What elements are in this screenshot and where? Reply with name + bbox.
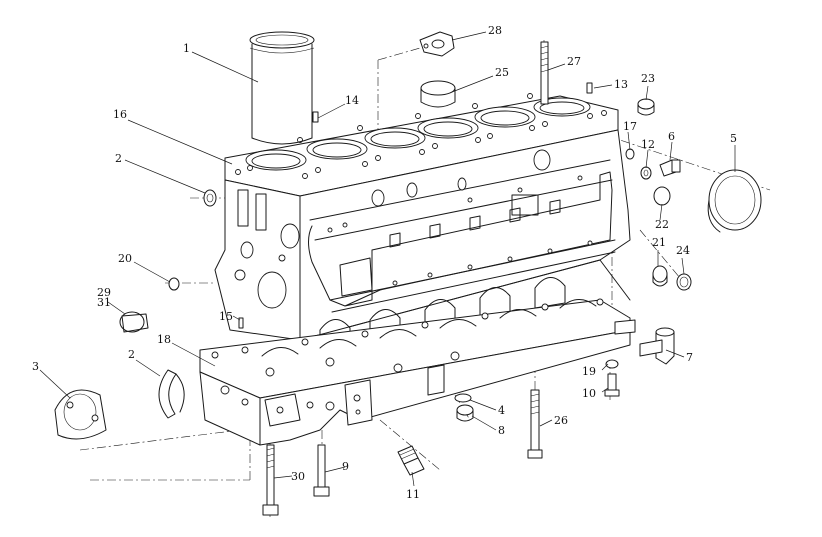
bolt-9 — [313, 444, 330, 497]
sleeve-8 — [456, 404, 474, 422]
callout-19: 19 — [582, 365, 596, 378]
callout-17: 17 — [623, 120, 637, 133]
callout-18: 18 — [157, 333, 171, 346]
callout-13: 13 — [614, 78, 628, 91]
callout-1: 1 — [183, 42, 190, 55]
callout-9: 9 — [342, 460, 349, 473]
callout-16: 16 — [113, 108, 127, 121]
callout-30: 30 — [291, 470, 305, 483]
washer-19 — [605, 359, 619, 369]
main-bearing-bolt-26 — [527, 389, 543, 459]
callout-11: 11 — [406, 488, 420, 501]
leader-lines — [39, 31, 736, 487]
callout-14: 14 — [345, 94, 359, 107]
callout-4: 4 — [498, 404, 505, 417]
callout-31: 31 — [97, 296, 111, 309]
dowel-pin — [312, 111, 319, 123]
bolt-30 — [262, 444, 279, 516]
thermostat-housing — [419, 31, 455, 57]
cylinder-liner — [249, 31, 315, 145]
thrust-bearing-3 — [54, 389, 107, 440]
bearing-ladder — [199, 298, 636, 446]
callout-28: 28 — [488, 24, 502, 37]
plug-20 — [168, 277, 180, 291]
cup-plug-22 — [653, 186, 671, 206]
callout-21: 21 — [652, 236, 666, 249]
washer-4 — [454, 393, 472, 403]
thrust-half-ring-2 — [158, 369, 185, 419]
cylinder-block — [214, 93, 631, 351]
expansion-plug — [420, 80, 456, 108]
callout-2-upper: 2 — [115, 152, 122, 165]
small-dowel — [586, 82, 593, 94]
callout-6: 6 — [668, 130, 675, 143]
callout-15: 15 — [219, 310, 233, 323]
callout-labels: 1 2 2 3 4 5 6 7 8 9 10 11 12 13 14 15 16… — [32, 24, 737, 501]
drain-plug-11 — [397, 445, 425, 476]
bolt-10 — [604, 373, 620, 397]
callout-26: 26 — [554, 414, 568, 427]
bushing-29-31 — [119, 311, 149, 333]
small-plug-17 — [625, 148, 635, 160]
plug-2-upper — [203, 189, 217, 207]
callout-3: 3 — [32, 360, 39, 373]
deck-holes — [235, 93, 607, 179]
callout-25: 25 — [495, 66, 509, 79]
callout-7: 7 — [686, 351, 693, 364]
callout-23: 23 — [641, 72, 655, 85]
bushing-21 — [652, 265, 668, 287]
callout-5: 5 — [730, 132, 737, 145]
washer-12 — [640, 166, 652, 180]
callout-20: 20 — [118, 252, 132, 265]
pin-15 — [238, 317, 244, 329]
callout-27: 27 — [567, 55, 581, 68]
callout-10: 10 — [582, 387, 596, 400]
callout-24: 24 — [676, 244, 690, 257]
callout-22: 22 — [655, 218, 669, 231]
callout-12: 12 — [641, 138, 655, 151]
stud-bolt — [540, 41, 549, 105]
cup-plug-23 — [637, 98, 655, 116]
tube-fitting-7 — [639, 327, 675, 365]
bushing-24 — [676, 273, 692, 291]
callout-2-lower: 2 — [128, 348, 135, 361]
callout-29: 29 — [97, 286, 111, 299]
callout-8: 8 — [498, 424, 505, 437]
rear-oil-seal — [707, 169, 762, 233]
fitting-6 — [659, 159, 681, 177]
